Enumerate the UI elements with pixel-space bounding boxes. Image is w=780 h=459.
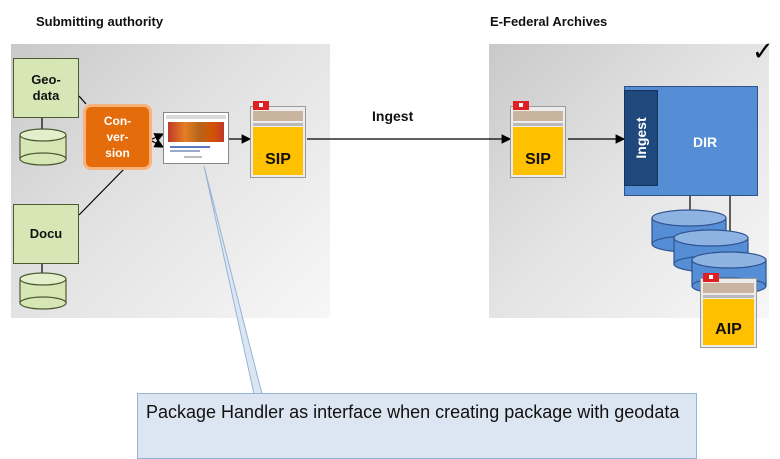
- ingest-flow-label: Ingest: [372, 108, 414, 124]
- swiss-flag-icon: [703, 273, 719, 282]
- e-federal-archives-heading: E-Federal Archives: [490, 14, 608, 29]
- conversion-box: Con- ver- sion: [83, 104, 152, 170]
- dir-label: DIR: [693, 134, 718, 150]
- geodata-label: Geo- data: [31, 71, 61, 103]
- package-handler-callout: Package Handler as interface when creati…: [137, 393, 697, 459]
- docu-to-conversion-line: [78, 165, 128, 216]
- ingest-bar: Ingest: [624, 90, 658, 186]
- submitting-authority-heading: Submitting authority: [36, 14, 164, 29]
- aip-label: AIP: [715, 321, 742, 338]
- sip-label-right: SIP: [525, 151, 551, 168]
- docu-storage-icon: [19, 272, 67, 310]
- ingest-bar-label: Ingest: [633, 117, 649, 159]
- conversion-label: Con- ver- sion: [103, 113, 132, 161]
- sip-package-left: SIP: [250, 101, 306, 178]
- geo-to-conversion-line: [78, 95, 87, 105]
- checkmark-icon: ✓: [752, 36, 774, 66]
- swiss-flag-icon: [513, 101, 529, 110]
- geodata-storage-icon: [19, 128, 67, 166]
- sip-package-right: SIP: [510, 101, 566, 178]
- docu-label: Docu: [29, 225, 63, 241]
- sip-label-left: SIP: [265, 151, 291, 168]
- swiss-flag-icon: [253, 101, 269, 110]
- geodata-box: Geo- data: [13, 58, 79, 118]
- docu-box: Docu: [13, 204, 79, 264]
- callout-pointer: [203, 165, 263, 395]
- conversion-to-handler-arrow: [149, 133, 165, 142]
- conversion-to-handler-arrow-2: [149, 138, 165, 148]
- package-handler-thumbnail: [163, 112, 229, 164]
- aip-package: AIP: [700, 273, 757, 348]
